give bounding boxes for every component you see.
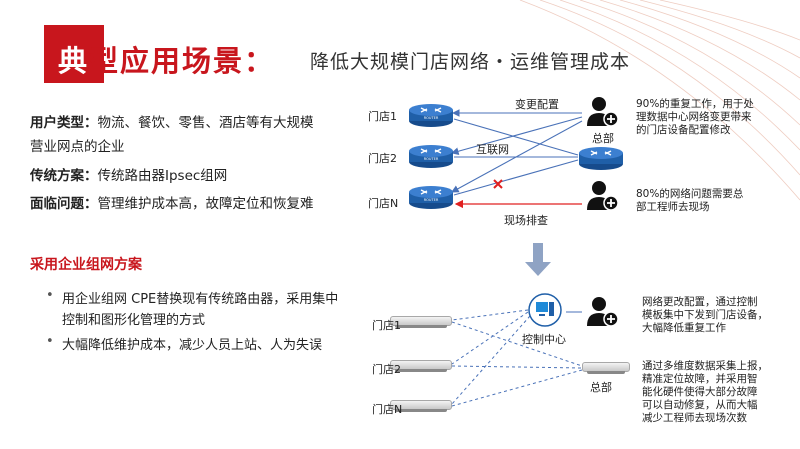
- store-label: 门店2: [368, 152, 397, 165]
- user-type-label: 用户类型：: [30, 115, 98, 131]
- note-onsite: 80%的网络问题需要总 部工程师去现场: [636, 188, 743, 214]
- title-accent-block: [44, 25, 104, 83]
- cpe-device: [390, 360, 452, 372]
- user-type-line: 用户类型：物流、餐饮、零售、酒店等有大规模: [30, 111, 314, 131]
- router-label: ROUTER: [424, 198, 439, 202]
- note-line: 80%的网络问题需要总: [636, 188, 744, 200]
- traditional-value: 传统路由器Ipsec组网: [97, 168, 228, 184]
- traditional-label: 传统方案：: [30, 168, 98, 184]
- config-change-label: 变更配置: [515, 98, 559, 111]
- traditional-line: 传统方案：传统路由器Ipsec组网: [30, 164, 227, 184]
- note-line: 大幅降低重复工作: [642, 322, 726, 334]
- bullet-item-cont: 控制和图形化管理的方式: [62, 313, 206, 328]
- note-line: 减少工程师去现场次数: [642, 412, 747, 424]
- store-label: 门店1: [368, 110, 397, 123]
- note-line: 可以自动修复，从而大幅: [642, 399, 758, 411]
- onsite-label: 现场排查: [504, 214, 548, 227]
- problem-line: 面临问题：管理维护成本高，故障定位和恢复难: [30, 192, 314, 212]
- router-icon: ROUTER: [409, 186, 453, 209]
- solution-title: 采用企业组网方案: [30, 257, 142, 273]
- control-center-icon: [528, 293, 562, 327]
- hq-label: 总部: [590, 381, 612, 394]
- store-label: 门店N: [368, 197, 399, 210]
- note-config-template: 网络更改配置，通过控制 模板集中下发到门店设备， 大幅降低重复工作: [642, 296, 768, 335]
- note-line: 通过多维度数据采集上报，: [642, 360, 768, 372]
- hq-device: [582, 362, 630, 374]
- problem-label: 面临问题：: [30, 196, 98, 212]
- router-icon: ROUTER: [409, 104, 453, 127]
- note-line: 模板集中下发到门店设备，: [642, 309, 768, 321]
- internet-label: 互联网: [476, 143, 509, 156]
- page-title-first-char: 典: [58, 44, 90, 78]
- user-type-value: 物流、餐饮、零售、酒店等有大规模: [97, 115, 314, 131]
- cpe-device: [390, 400, 452, 412]
- store-label: 门店1: [372, 319, 401, 332]
- hq-label: 总部: [592, 132, 614, 145]
- page-subtitle: 降低大规模门店网络・运维管理成本: [310, 51, 631, 73]
- page-title: 典型应用场景：: [58, 38, 275, 80]
- bullet-item: 大幅降低维护成本，减少人员上站、人为失误: [46, 334, 322, 353]
- note-line: 的门店设备配置修改: [636, 124, 731, 136]
- note-auto-repair: 通过多维度数据采集上报， 精准定位故障，并采用智 能化硬件使得大部分故障 可以自…: [642, 360, 768, 425]
- router-label: ROUTER: [424, 116, 439, 120]
- engineer-icon: [587, 181, 619, 211]
- note-line: 部工程师去现场: [636, 201, 710, 213]
- cpe-device: [390, 316, 452, 328]
- bullet-item: 用企业组网 CPE替换现有传统路由器，采用集中: [46, 288, 338, 307]
- page-title-rest: 型应用场景：: [89, 44, 276, 78]
- admin-icon: [587, 297, 619, 327]
- problem-value: 管理维护成本高，故障定位和恢复难: [97, 196, 314, 212]
- note-line: 理数据中心网络变更带来: [636, 111, 752, 123]
- store-label: 门店2: [372, 363, 401, 376]
- hq-admin-icon: [587, 97, 619, 127]
- note-repeat-work: 90%的重复工作，用于处 理数据中心网络变更带来 的门店设备配置修改: [636, 98, 754, 137]
- user-type-value-cont: 营业网点的企业: [30, 139, 125, 155]
- note-line: 精准定位故障，并采用智: [642, 373, 758, 385]
- router-icon: ROUTER: [409, 145, 453, 168]
- note-line: 90%的重复工作，用于处: [636, 98, 754, 110]
- note-line: 能化硬件使得大部分故障: [642, 386, 758, 398]
- router-label: ROUTER: [424, 157, 439, 161]
- note-line: 网络更改配置，通过控制: [642, 296, 758, 308]
- store-label: 门店N: [372, 403, 403, 416]
- internet-router-icon: [579, 147, 623, 170]
- control-center-label: 控制中心: [522, 333, 566, 346]
